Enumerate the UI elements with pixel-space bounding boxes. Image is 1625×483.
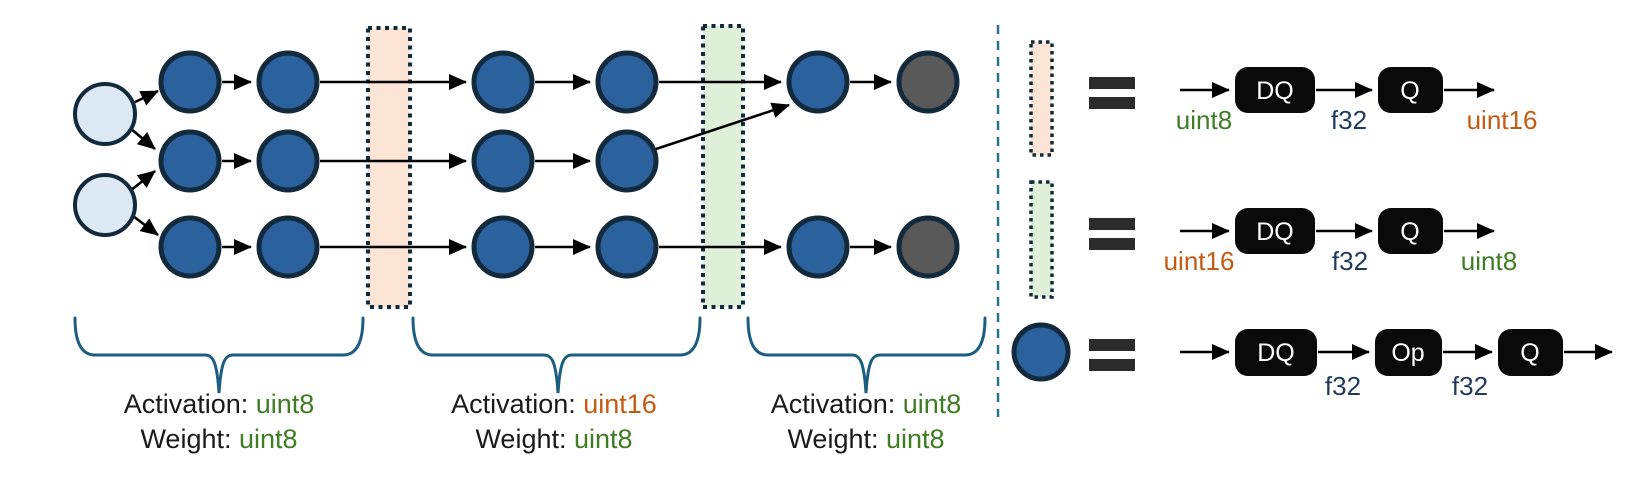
legend-peach-band-symbol <box>1029 40 1054 157</box>
equals-icon <box>1089 77 1135 109</box>
band-uint8-to-uint16 <box>366 26 412 309</box>
legend-input-dtype: uint8 <box>1176 105 1232 135</box>
dq-box <box>1235 208 1315 254</box>
legend-row-peach-band: DQ Q uint8 f32 uint16 <box>1029 40 1538 157</box>
group-brace-2 <box>411 316 702 394</box>
group-2-activation-label: Activation: uint16 <box>451 389 657 419</box>
edge-arrow <box>132 89 159 106</box>
op-node <box>595 129 659 193</box>
group-3-weight-label: Weight: uint8 <box>787 424 944 454</box>
q-box-label: Q <box>1400 77 1419 105</box>
group-brace-1 <box>73 316 365 394</box>
equals-icon <box>1089 218 1135 250</box>
dq-box-label: DQ <box>1256 77 1294 105</box>
legend-row-blue-node: DQ Op Q f32 f32 <box>1011 322 1613 401</box>
band-uint16-to-uint8 <box>701 24 745 309</box>
legend-output-dtype: uint8 <box>1461 246 1517 276</box>
input-node <box>73 173 137 237</box>
legend-mid-dtype: f32 <box>1452 371 1488 401</box>
op-node <box>786 215 850 279</box>
op-node <box>256 50 320 114</box>
op-node <box>786 50 850 114</box>
group-2-weight-label: Weight: uint8 <box>475 424 632 454</box>
legend-mid-dtype: f32 <box>1332 246 1368 276</box>
op-node <box>256 129 320 193</box>
output-node <box>896 215 960 279</box>
dq-box <box>1235 67 1315 113</box>
edge-arrow <box>129 127 156 150</box>
legend-green-band-symbol <box>1029 180 1054 299</box>
group-brace-3 <box>746 316 987 394</box>
op-node <box>595 50 659 114</box>
op-node <box>256 215 320 279</box>
edge-arrow <box>129 169 156 193</box>
equals-icon <box>1089 339 1135 371</box>
input-node <box>73 82 137 146</box>
output-node <box>896 50 960 114</box>
legend-input-dtype: uint16 <box>1164 246 1235 276</box>
q-box-label: Q <box>1520 339 1539 367</box>
op-box <box>1375 329 1442 376</box>
graph-nodes <box>73 50 960 279</box>
group-1-weight-label: Weight: uint8 <box>140 424 297 454</box>
op-box-label: Op <box>1391 339 1424 367</box>
legend-output-dtype: uint16 <box>1467 105 1538 135</box>
op-node <box>158 50 222 114</box>
q-box-label: Q <box>1400 218 1419 246</box>
legend-mid-dtype: f32 <box>1325 371 1361 401</box>
q-box <box>1378 67 1443 113</box>
op-node <box>158 215 222 279</box>
op-node <box>471 50 535 114</box>
q-box <box>1498 329 1563 376</box>
edge-arrow-diagonal <box>655 102 790 151</box>
legend-op-node-symbol <box>1011 322 1071 382</box>
graph-edges <box>129 74 892 255</box>
legend-row-green-band: DQ Q uint16 f32 uint8 <box>1029 180 1517 299</box>
op-node <box>595 215 659 279</box>
op-node <box>471 215 535 279</box>
q-box <box>1378 208 1443 254</box>
group-1-activation-label: Activation: uint8 <box>124 389 315 419</box>
op-node <box>471 129 535 193</box>
dq-box <box>1235 329 1317 376</box>
op-node <box>158 129 222 193</box>
dq-box-label: DQ <box>1256 218 1294 246</box>
dq-box-label: DQ <box>1257 339 1295 367</box>
edge-arrow <box>132 214 159 237</box>
legend-mid-dtype: f32 <box>1331 105 1367 135</box>
group-3-activation-label: Activation: uint8 <box>771 389 962 419</box>
